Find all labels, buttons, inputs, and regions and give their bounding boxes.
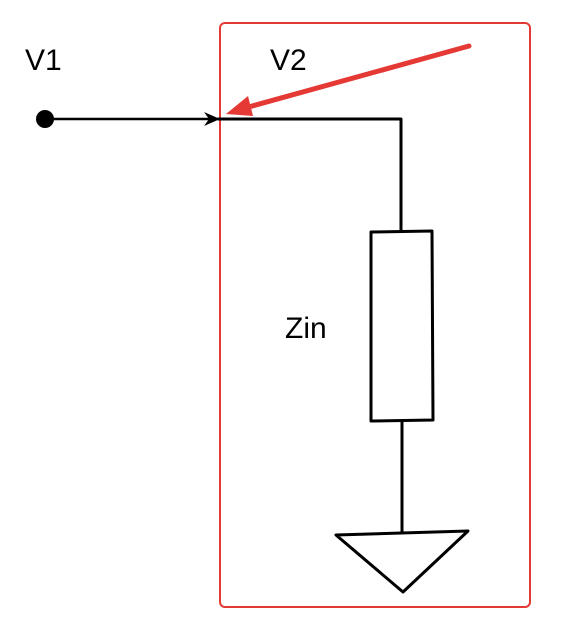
node-wire: [218, 117, 403, 232]
pointer-arrow: [226, 43, 472, 116]
input-highlight-box: [219, 22, 531, 608]
v2-label: V2: [270, 44, 307, 77]
v1-label: V1: [25, 44, 62, 77]
zin-label: Zin: [285, 312, 327, 345]
ground-icon: [334, 529, 470, 594]
zin-impedance: [369, 229, 435, 423]
